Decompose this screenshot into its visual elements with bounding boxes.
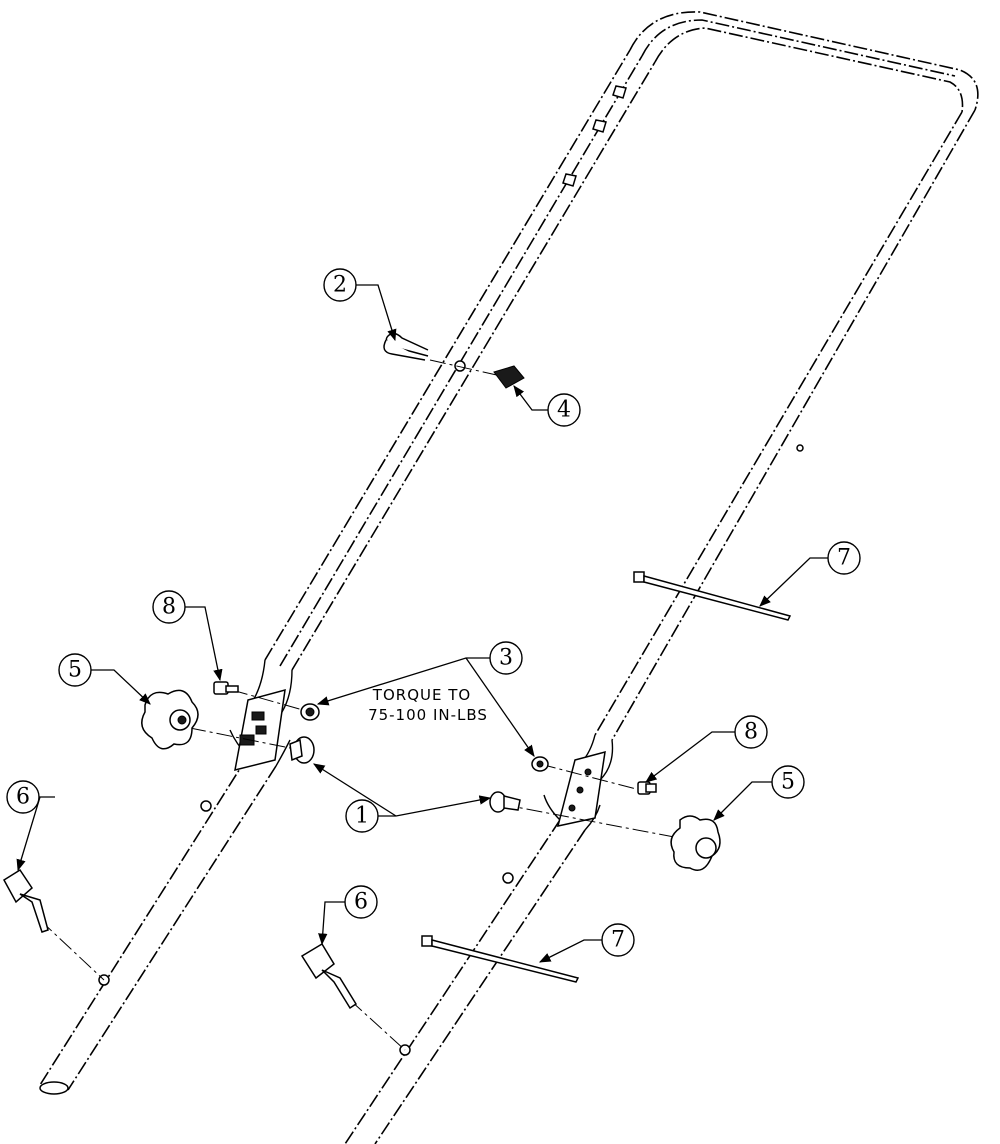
callout-6-left-label: 6	[16, 785, 30, 810]
eye-bolt-right	[300, 942, 358, 1010]
callout-1: 1	[345, 799, 379, 833]
callout-8-left: 8	[152, 590, 186, 624]
callout-3-label: 3	[499, 646, 513, 671]
callout-7-upper-label: 7	[837, 546, 851, 571]
callout-8-left-label: 8	[162, 595, 176, 620]
torque-note-line-1: TORQUE TO	[372, 686, 471, 704]
right-bracket	[556, 750, 606, 827]
callout-7-lower: 7	[601, 923, 635, 957]
bolt-left	[213, 681, 239, 695]
callout-2: 2	[323, 268, 357, 302]
center-lines	[39, 359, 691, 1051]
callout-6-right-label: 6	[354, 890, 368, 915]
eye-bolt-left	[3, 868, 49, 933]
nut-right	[531, 756, 549, 772]
callout-2-label: 2	[333, 273, 347, 298]
callout-1-label: 1	[355, 804, 369, 829]
callout-5-right: 5	[771, 765, 805, 799]
callout-6-left: 6	[6, 780, 40, 814]
knob-right	[670, 815, 721, 871]
hair-pin	[383, 332, 429, 361]
upper-handle	[247, 11, 979, 781]
callout-7-upper: 7	[827, 541, 861, 575]
lower-handle	[39, 729, 601, 1144]
carriage-bolt-right	[489, 791, 521, 813]
left-bracket	[234, 688, 286, 772]
callout-7-lower-label: 7	[611, 928, 625, 953]
callout-5-left-label: 5	[68, 658, 82, 683]
bolt-right	[637, 781, 657, 795]
carriage-bolt-left	[289, 736, 315, 764]
callout-8-right: 8	[734, 715, 768, 749]
callout-4-label: 4	[557, 398, 571, 423]
callout-8-right-label: 8	[744, 720, 758, 745]
cable-tie-lower	[421, 935, 580, 983]
callout-6-right: 6	[344, 885, 378, 919]
knob-left	[141, 689, 199, 750]
callout-5-right-label: 5	[781, 770, 795, 795]
torque-note: TORQUE TO 75-100 IN-LBS	[368, 686, 488, 724]
callout-4: 4	[547, 393, 581, 427]
torque-note-line-2: 75-100 IN-LBS	[368, 706, 488, 724]
callout-3: 3	[489, 641, 523, 675]
callout-5-left: 5	[58, 653, 92, 687]
cable-tie-upper	[633, 571, 792, 621]
nut-left	[300, 703, 320, 721]
cable-clip	[493, 365, 525, 389]
leaders	[16, 284, 828, 963]
